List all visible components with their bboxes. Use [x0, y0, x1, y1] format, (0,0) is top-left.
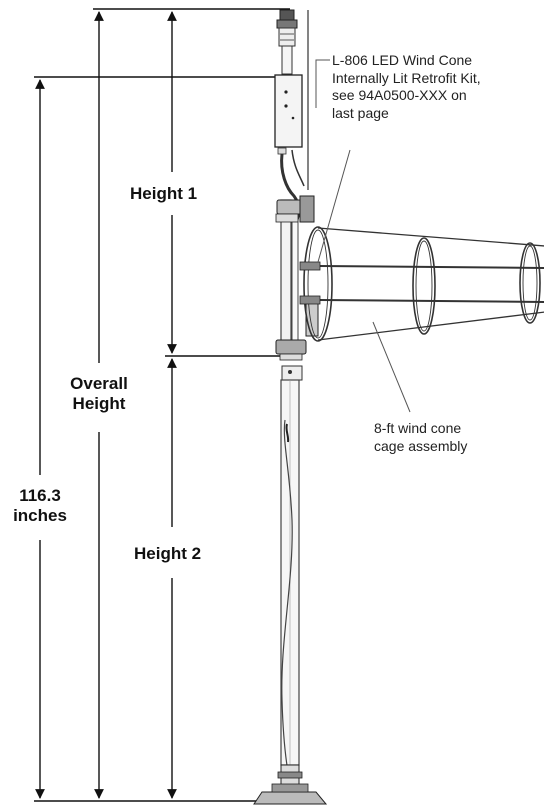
- lower-cable: [281, 419, 293, 773]
- upper-pole-support: [291, 204, 299, 351]
- retrofit-kit-callout: L-806 LED Wind Cone Internally Lit Retro…: [332, 52, 481, 122]
- height2-label: Height 2: [134, 544, 202, 565]
- wind-cone-cage: [299, 226, 544, 342]
- height1-label: Height 1: [130, 184, 198, 205]
- cage-callout-line1: 8-ft wind cone: [374, 420, 462, 436]
- callout-leaders: [315, 59, 411, 413]
- cage-assembly-callout: 8-ft wind cone cage assembly: [374, 420, 467, 455]
- cage-leader-line: [372, 321, 411, 413]
- mid-bracket: [305, 301, 319, 337]
- pole-assembly: [253, 9, 328, 805]
- control-box-icon: [274, 74, 303, 155]
- overall-height-label: Overall Height: [62, 374, 136, 415]
- retrofit-callout-line4: last page: [332, 104, 389, 121]
- retrofit-leader-line: [317, 149, 351, 263]
- base-plate-icon: [253, 764, 328, 805]
- retrofit-callout-line1: L-806 LED Wind Cone: [332, 52, 473, 68]
- retrofit-callout-line2: Internally Lit Retrofit Kit,: [332, 69, 481, 86]
- total-height-unit: inches: [13, 506, 67, 526]
- hinge-clamp-icon: [275, 339, 307, 381]
- total-height-value: 116.3: [19, 486, 61, 505]
- retrofit-leader-bracket: [315, 59, 330, 108]
- overall-height-line2: Height: [72, 394, 126, 414]
- dimension-arrows: [35, 11, 177, 799]
- beacon-light-icon: [276, 9, 298, 75]
- total-height-label: 116.3 inches: [4, 486, 76, 527]
- cage-callout-line2: cage assembly: [374, 437, 468, 454]
- upper-pole-tube: [280, 199, 292, 351]
- retrofit-callout-line3: see 94A0500-XXX on: [332, 87, 467, 103]
- upper-clamp-icon: [275, 195, 315, 223]
- overall-height-line1: Overall: [70, 374, 128, 393]
